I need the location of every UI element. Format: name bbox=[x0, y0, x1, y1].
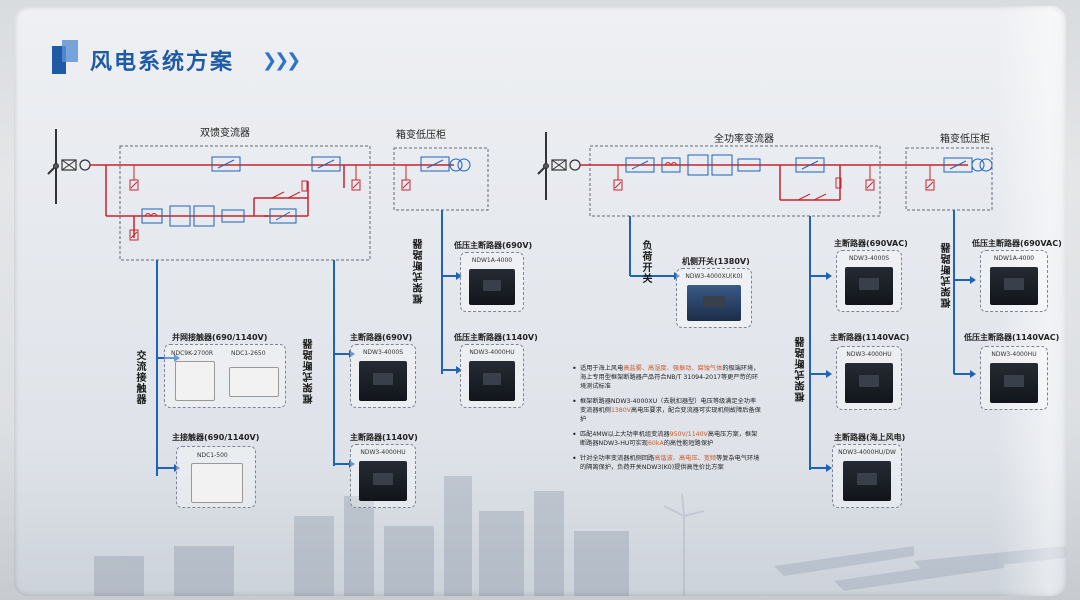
label-left-cab-frame-breaker-group: 框架式断路器 bbox=[414, 238, 425, 304]
breaker-product-image bbox=[469, 361, 515, 401]
machine-switch-card: NDW3-4000XU(K0) bbox=[676, 268, 752, 328]
grid-contactor-model-1: NDC9K-2700R bbox=[171, 350, 214, 357]
right-lv-breaker-690-card: NDW1A-4000 bbox=[980, 250, 1048, 312]
chevron-right-icon: ❯❯❯ bbox=[262, 50, 301, 71]
breaker-product-image bbox=[359, 461, 407, 501]
left-main-breaker-1140-card: NDW3-4000HU bbox=[350, 444, 416, 508]
right-main-breaker-offshore-card: NDW3-4000HU/DW bbox=[832, 444, 902, 508]
logo-mark-icon bbox=[52, 40, 78, 74]
label-doubly-fed-converter: 双馈变流器 bbox=[200, 128, 250, 139]
left-lv-breaker-1140-title: 低压主断路器(1140V) bbox=[454, 333, 538, 342]
label-right-frame-breaker-group: 框架式断路器 bbox=[796, 336, 807, 402]
contactor-product-image bbox=[229, 367, 279, 397]
display-board: 风电系统方案 ❯❯❯ bbox=[14, 6, 1066, 596]
left-main-breaker-1140-model: NDW3-4000HU bbox=[360, 449, 406, 456]
machine-switch-title: 机侧开关(1380V) bbox=[682, 257, 750, 266]
label-right-cab-frame-breaker-group: 框架式断路器 bbox=[942, 242, 953, 308]
right-main-breaker-offshore-title: 主断路器(海上风电) bbox=[834, 433, 906, 442]
breaker-product-image bbox=[845, 363, 893, 403]
left-main-breaker-690-card: NDW3-4000S bbox=[350, 344, 416, 408]
breaker-product-image bbox=[990, 267, 1038, 305]
right-single-line-diagram bbox=[537, 132, 993, 472]
grid-contactor-card: NDC9K-2700R NDC1-2650 bbox=[164, 344, 286, 408]
left-lv-breaker-690-card: NDW1A-4000 bbox=[460, 252, 524, 312]
right-lv-breaker-1140-card: NDW3-4000HU bbox=[980, 346, 1048, 410]
left-main-breaker-690-title: 主断路器(690V) bbox=[350, 333, 413, 342]
feature-note-3: 匹配4MW以上大功率机组变流器950V/1140V高电压方案，框架断路器NDW3… bbox=[572, 430, 762, 448]
breaker-product-image bbox=[359, 361, 407, 401]
contactor-product-image bbox=[175, 361, 215, 401]
left-single-line-diagram bbox=[47, 129, 489, 476]
breaker-product-image bbox=[687, 285, 741, 321]
right-main-breaker-1140-title: 主断路器(1140VAC) bbox=[830, 333, 910, 342]
right-main-breaker-690-card: NDW3-4000S bbox=[836, 250, 902, 312]
left-lv-breaker-1140-model: NDW3-4000HU bbox=[469, 349, 515, 356]
right-lv-breaker-690-model: NDW1A-4000 bbox=[993, 255, 1035, 262]
right-lv-breaker-690-title: 低压主断路器(690VAC) bbox=[972, 239, 1062, 248]
right-main-breaker-690-title: 主断路器(690VAC) bbox=[834, 239, 908, 248]
breaker-product-image bbox=[990, 363, 1038, 403]
right-lv-breaker-1140-title: 低压主断路器(1140VAC) bbox=[964, 333, 1060, 342]
grid-contactor-model-2: NDC1-2650 bbox=[231, 350, 266, 357]
right-lv-breaker-1140-model: NDW3-4000HU bbox=[991, 351, 1037, 358]
left-main-breaker-690-model: NDW3-4000S bbox=[362, 349, 404, 356]
breaker-product-image bbox=[843, 461, 891, 501]
grid-contactor-title: 并网接触器(690/1140V) bbox=[172, 333, 268, 342]
label-ac-contactor-group: 交流接触器 bbox=[134, 350, 145, 405]
left-lv-breaker-690-title: 低压主断路器(690V) bbox=[454, 241, 533, 250]
label-full-power-converter: 全功率变流器 bbox=[714, 134, 774, 145]
feature-note-4: 针对全功率变流器机侧回路高谐波、高电压、宽频等复杂电气环境的隔离保护，负荷开关N… bbox=[572, 454, 762, 472]
breaker-product-image bbox=[469, 269, 515, 305]
left-lv-breaker-690-model: NDW1A-4000 bbox=[471, 257, 513, 264]
label-left-frame-breaker-group: 框架式断路器 bbox=[304, 338, 315, 404]
feature-note-1: 适用于海上风电高盐雾、高湿度、强振动、腐蚀气体的极端环境，海上专用型框架断路器产… bbox=[572, 364, 762, 391]
wind-turbine-icon bbox=[537, 132, 549, 200]
label-load-switch-group: 负荷开关 bbox=[640, 240, 651, 284]
right-main-breaker-offshore-model: NDW3-4000HU/DW bbox=[838, 449, 896, 456]
right-main-breaker-1140-card: NDW3-4000HU bbox=[836, 346, 902, 410]
page-title: 风电系统方案 bbox=[90, 50, 235, 75]
breaker-product-image bbox=[845, 267, 893, 305]
label-left-lv-cabinet: 箱变低压柜 bbox=[396, 130, 446, 141]
right-main-breaker-690-model: NDW3-4000S bbox=[848, 255, 890, 262]
main-contactor-title: 主接触器(690/1140V) bbox=[172, 433, 260, 442]
contactor-product-image bbox=[191, 463, 243, 503]
left-main-breaker-1140-title: 主断路器(1140V) bbox=[350, 433, 418, 442]
left-lv-breaker-1140-card: NDW3-4000HU bbox=[460, 344, 524, 408]
main-contactor-card: NDC1-500 bbox=[176, 446, 256, 508]
wind-turbine-icon bbox=[47, 129, 59, 204]
city-skyline-background bbox=[94, 476, 1066, 596]
feature-note-2: 框架断路器NDW3-4000XU（去脱扣器型）电压等级满足全功率变流器机侧138… bbox=[572, 397, 762, 424]
right-main-breaker-1140-model: NDW3-4000HU bbox=[846, 351, 892, 358]
feature-notes: 适用于海上风电高盐雾、高湿度、强振动、腐蚀气体的极端环境，海上专用型框架断路器产… bbox=[572, 364, 762, 478]
machine-switch-model: NDW3-4000XU(K0) bbox=[685, 273, 743, 280]
label-right-lv-cabinet: 箱变低压柜 bbox=[940, 134, 990, 145]
main-contactor-model: NDC1-500 bbox=[197, 452, 228, 459]
